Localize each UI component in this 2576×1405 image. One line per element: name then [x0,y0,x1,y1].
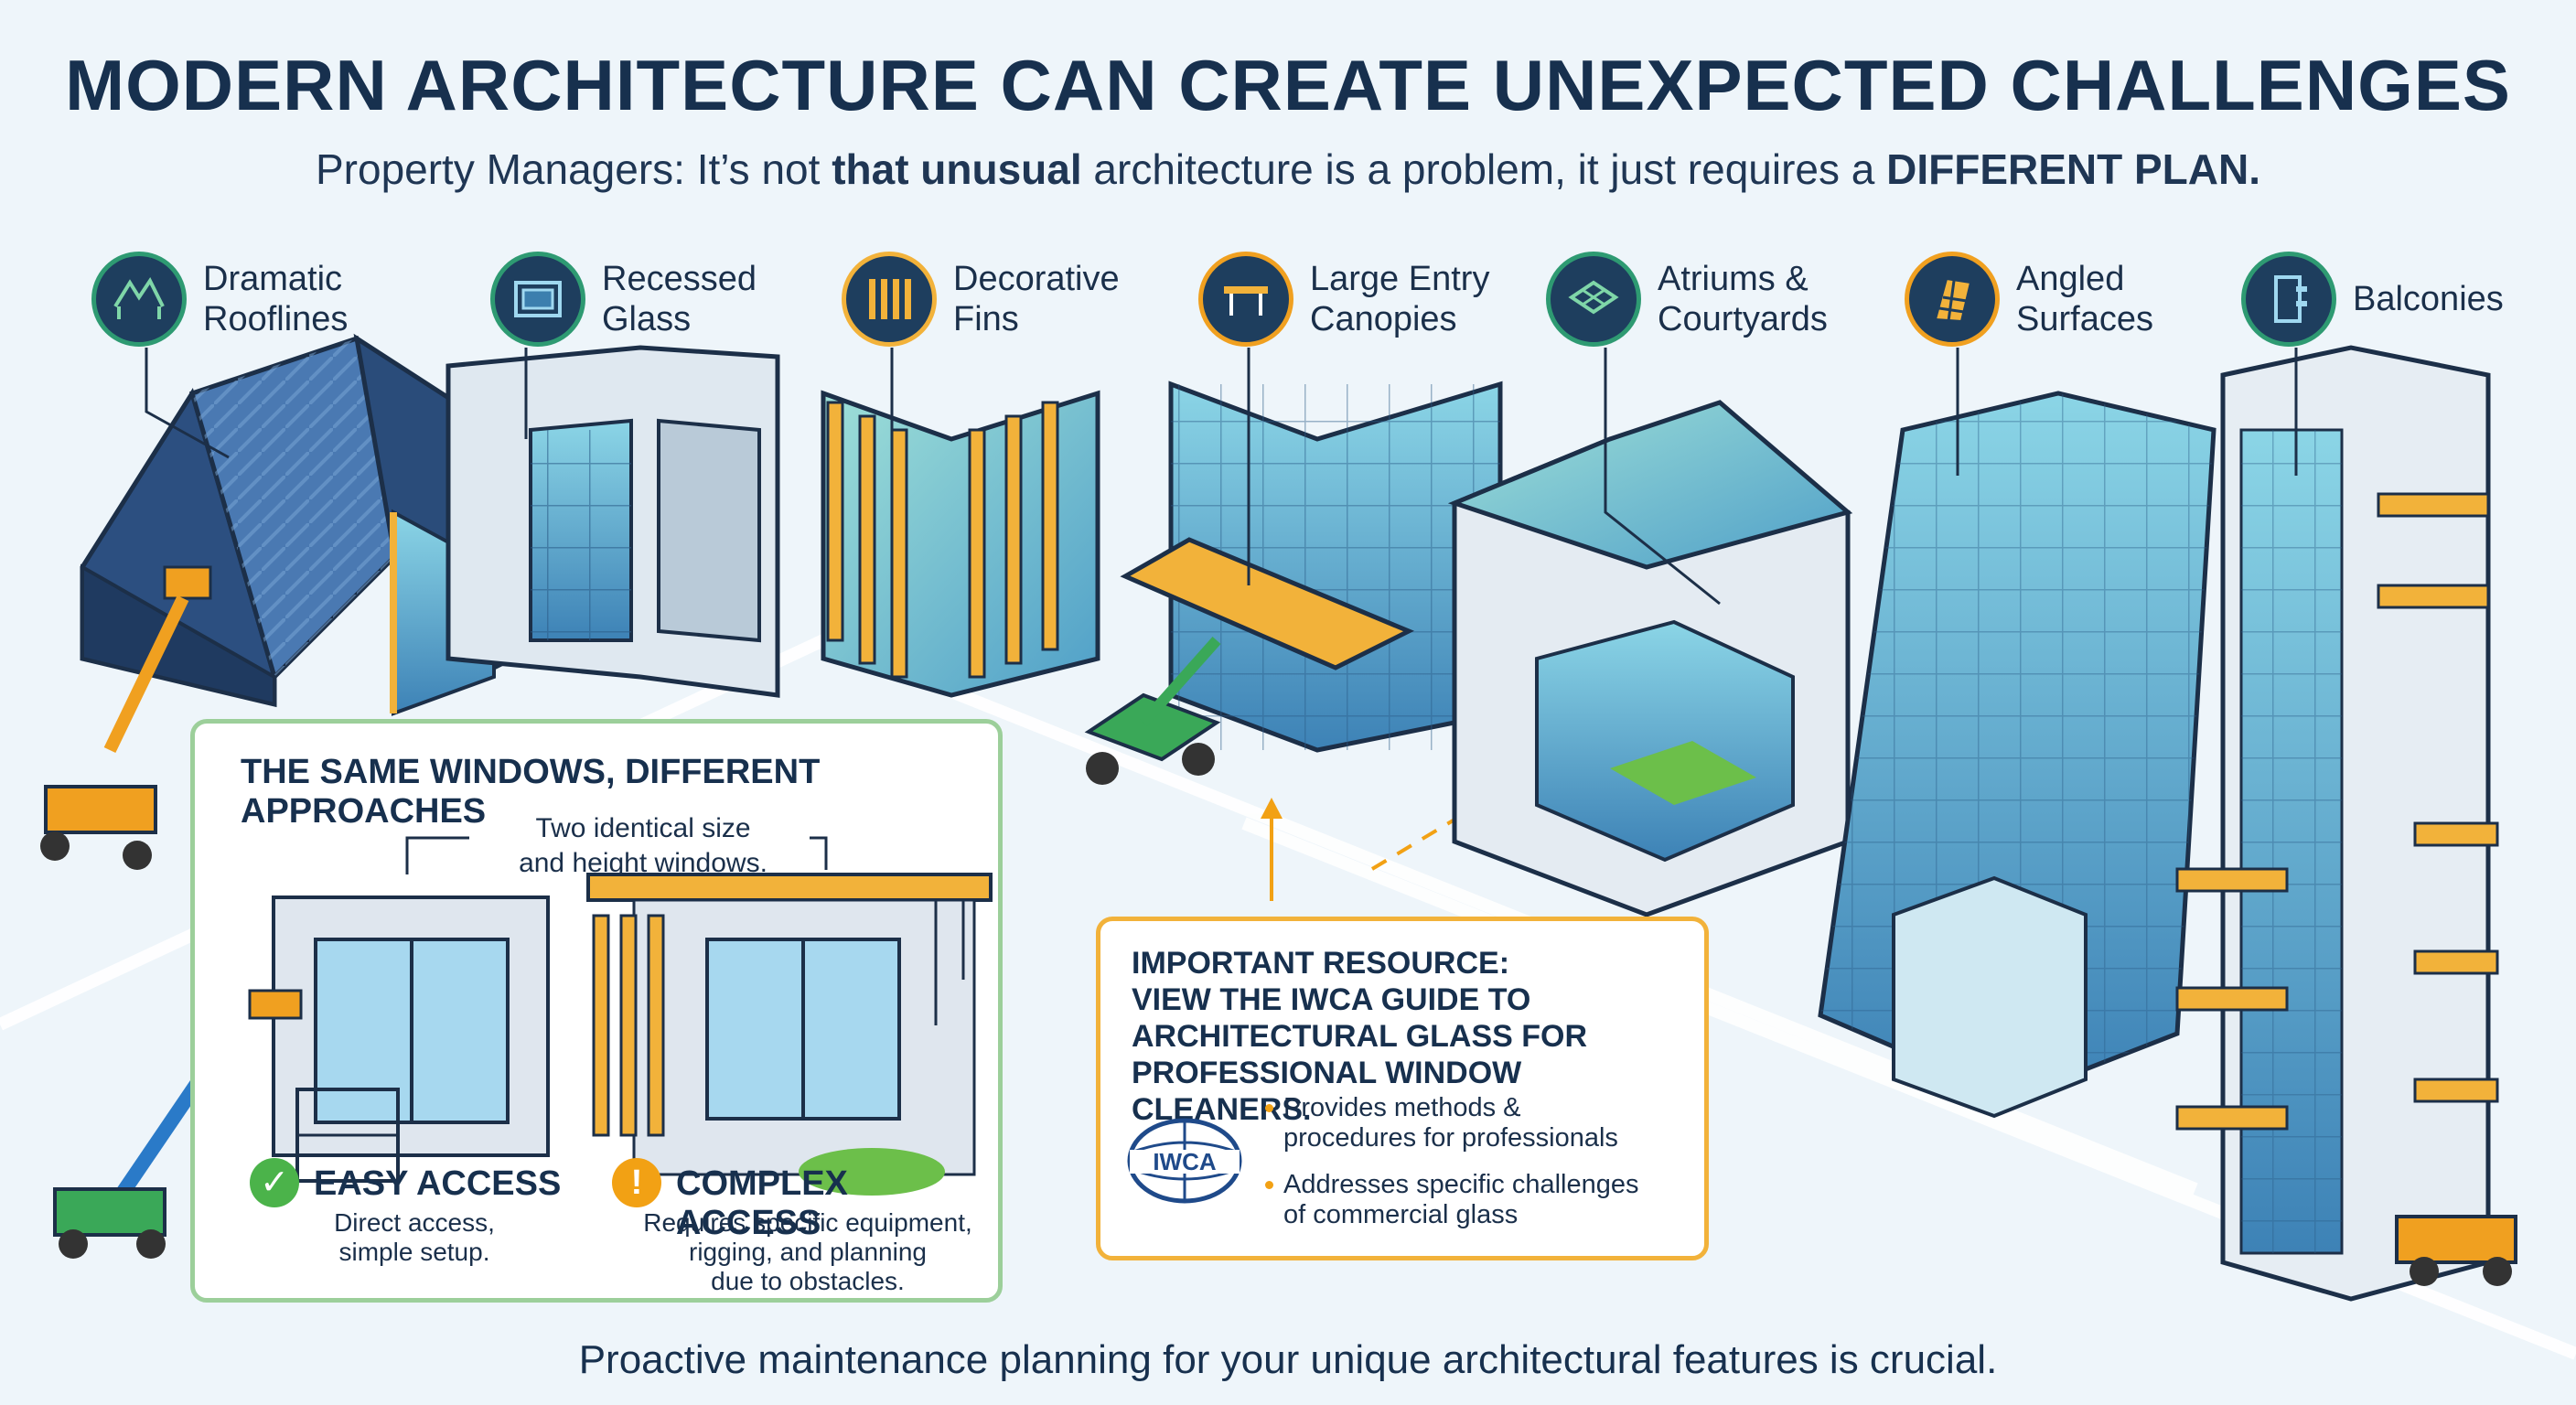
subtitle-bold-1: that unusual [832,145,1082,193]
feature-label-line1: Dramatic [203,260,343,298]
point-line-2: procedures for professionals [1283,1123,1618,1153]
feature-label-line1: Large Entry [1310,260,1490,298]
footer-message: Proactive maintenance planning for your … [578,1337,1998,1382]
recessed-glass-building [445,345,780,698]
callout-lines [145,348,2298,606]
entry-canopy-building [1084,381,1503,785]
feature-balconies: Balconies [2241,249,2576,349]
point-line-2: of commercial glass [1283,1200,1519,1229]
resource-title-line-2: VIEW THE IWCA GUIDE TO [1132,982,1531,1017]
subtitle-text-2: architecture is a problem, it just requi… [1081,145,1887,193]
feature-label-line2: Surfaces [2016,300,2153,338]
resource-title-line-4: PROFESSIONAL WINDOW CLEANERS. [1132,1056,1522,1127]
roofline-icon [91,252,187,347]
resource-title-line-3: ARCHITECTURAL GLASS FOR [1132,1019,1588,1054]
canopy-icon [1198,252,1293,347]
atrium-building [1447,400,1853,917]
desc-line-1: Direct access, [334,1208,495,1237]
iwca-resource-box: IMPORTANT RESOURCE: VIEW THE IWCA GUIDE … [1096,917,1709,1260]
desc-line-1: Requires specific equipment, [643,1208,972,1237]
iwca-logo: IWCA [1127,1118,1242,1204]
desc-line-2: rigging, and planning [689,1238,927,1266]
balcony-building [2175,345,2517,1302]
angled-surface-icon [1905,252,2000,347]
feature-label-line1: Balconies [2353,280,2504,318]
resource-title: IMPORTANT RESOURCE: VIEW THE IWCA GUIDE … [1132,945,1699,1128]
desc-line-3: due to obstacles. [711,1267,905,1295]
feature-label-line2: Canopies [1310,300,1457,338]
note-line-1: Two identical size [535,813,751,843]
fins-icon [842,252,937,347]
desc-line-2: simple setup. [338,1238,490,1266]
feature-label-line2: Fins [953,300,1019,338]
recessed-glass-icon [490,252,585,347]
balcony-icon [2241,252,2336,347]
complex-access-desc: Requires specific equipment, rigging, an… [625,1208,991,1296]
resource-point-2: Addresses specific challenges of commerc… [1265,1170,1695,1230]
feature-label-line2: Rooflines [203,300,349,338]
feature-atriums-courtyards: Atriums &Courtyards [1546,249,1895,349]
feature-label-line1: Decorative [953,260,1120,298]
decorative-fins-building [821,390,1100,698]
feature-label-line1: Recessed [602,260,757,298]
resource-point-1: Provides methods & procedures for profes… [1265,1093,1695,1153]
angled-surface-building [1818,391,2216,1119]
point-line-1: Addresses specific challenges [1283,1170,1639,1199]
easy-access-desc: Direct access, simple setup. [286,1208,542,1267]
subtitle-bold-2: DIFFERENT PLAN. [1886,145,2261,193]
comparison-illustration [248,836,993,1196]
check-icon: ✓ [250,1158,299,1207]
comparison-panel: THE SAME WINDOWS, DIFFERENT APPROACHES T… [190,719,1003,1303]
page-subtitle: Property Managers: It’s not that unusual… [0,145,2576,194]
feature-label-line1: Atriums & [1658,260,1809,298]
feature-label-line2: Glass [602,300,692,338]
resource-title-line-1: IMPORTANT RESOURCE: [1132,946,1510,981]
comparison-title: THE SAME WINDOWS, DIFFERENT APPROACHES [241,753,821,831]
easy-access-title: EASY ACCESS [314,1164,562,1203]
page-title: MODERN ARCHITECTURE CAN CREATE UNEXPECTE… [65,45,2511,125]
feature-label-line2: Courtyards [1658,300,1828,338]
subtitle-text-1: Property Managers: It’s not [315,145,832,193]
point-line-1: Provides methods & [1283,1093,1521,1122]
atrium-icon [1546,252,1641,347]
feature-label-line1: Angled [2016,260,2125,298]
warning-icon: ! [612,1158,661,1207]
complex-access-title: COMPLEX ACCESS [676,1164,848,1242]
iwca-logo-text: IWCA [1153,1148,1217,1175]
